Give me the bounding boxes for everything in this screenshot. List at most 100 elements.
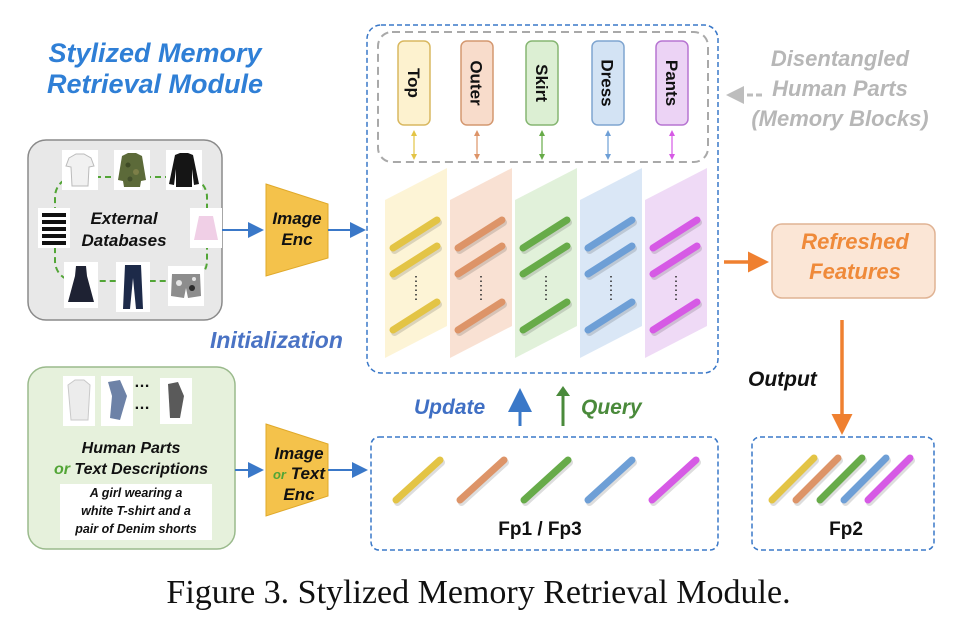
jeans-thumbnail [116, 262, 150, 312]
query-arrow-head [556, 386, 570, 396]
shorts-thumbnail [168, 266, 204, 306]
memory-bar-top-2 [519, 216, 571, 252]
memory-bar-mid-2 [519, 242, 571, 278]
figure-caption: Figure 3. Stylized Memory Retrieval Modu… [166, 574, 791, 611]
or-word: or [272, 467, 286, 482]
memory-bar-bot-4 [649, 298, 701, 334]
fp2-label: Fp2 [829, 519, 863, 540]
fp13-bar-2 [520, 456, 572, 504]
memory-link-down-arrow-1 [474, 154, 480, 160]
external-line-1: External [90, 209, 158, 228]
text-descriptions: Text Descriptions [74, 461, 209, 478]
text-description-card: A girl wearing a white T-shirt and a pai… [60, 484, 212, 540]
ellipsis-2: … [134, 396, 150, 413]
memory-link-down-arrow-0 [411, 154, 417, 160]
memory-bar-mid-4 [649, 242, 701, 278]
jacket-thumbnail [114, 150, 150, 190]
memory-block-label-2: Skirt [526, 27, 556, 139]
image-enc-line-1: Image [272, 209, 322, 228]
memory-block-text-2: Skirt [532, 64, 552, 102]
memory-block-label-1: Outer [461, 27, 491, 139]
description-line-3: pair of Denim shorts [75, 522, 197, 536]
memory-plane-0 [385, 168, 447, 358]
memory-bar-bot-0 [389, 298, 441, 334]
memory-bar-mid-0 [389, 242, 441, 278]
disentangled-label: Disentangled Human Parts (Memory Blocks) [735, 44, 945, 134]
memory-bar-bot-2 [519, 298, 571, 334]
memory-link-up-arrow-4 [669, 130, 675, 136]
refreshed-line-1: Refreshed [801, 229, 909, 254]
memory-link-up-arrow-3 [605, 130, 611, 136]
dress-thumbnail [64, 262, 98, 308]
external-databases-label: External Databases [54, 208, 194, 252]
memory-block-label-0: Top [398, 27, 428, 139]
memory-bar-bot-1 [454, 298, 506, 334]
memory-link-up-arrow-1 [474, 130, 480, 136]
image-text-enc-label: Image or Text Enc [264, 444, 334, 505]
memory-planes [385, 168, 707, 358]
memory-bar-top-3 [584, 216, 636, 252]
memory-block-text-4: Pants [662, 59, 682, 107]
title-line-1: Stylized Memory [48, 38, 262, 68]
fp2-bar-4 [864, 454, 914, 504]
memory-link-down-arrow-3 [605, 154, 611, 160]
memory-bar-bot-3 [584, 298, 636, 334]
fp2-box [751, 436, 935, 551]
fp2-bars [768, 454, 915, 506]
refreshed-features-box [771, 223, 936, 299]
fp13-bar-1 [456, 456, 508, 504]
fp13-bar-0 [392, 456, 444, 504]
disentangled-line-1: Disentangled [770, 46, 910, 71]
fp13-label: Fp1 / Fp3 [498, 519, 582, 540]
external-line-2: Databases [81, 231, 167, 250]
memory-link-up-arrow-0 [411, 130, 417, 136]
memory-bar-top-1 [454, 216, 506, 252]
ellipsis-1: … [134, 374, 150, 391]
update-label: Update [414, 396, 486, 419]
striped-top-thumbnail [38, 208, 70, 248]
image-text-enc-line-3: Enc [283, 485, 315, 504]
disentangled-line-2: Human Parts [772, 76, 908, 101]
output-label: Output [748, 368, 817, 391]
fp2-bar-3 [840, 454, 890, 504]
human-parts-line-1: Human Parts [81, 440, 181, 457]
memory-block-dress [591, 40, 625, 126]
memory-block-label-3: Dress [592, 27, 622, 139]
shirt-thumbnail [62, 150, 98, 190]
memory-block-label-4: Pants [656, 27, 686, 139]
query-label: Query [581, 396, 642, 419]
fp13-bar-3 [584, 456, 636, 504]
memory-block-pants [655, 40, 689, 126]
text-word: Text [290, 464, 326, 483]
human-parts-thumbnails [63, 376, 192, 426]
human-parts-label: Human Parts or Text Descriptions [46, 438, 216, 480]
sweater-thumbnail [166, 150, 202, 190]
disentangled-line-3: (Memory Blocks) [751, 106, 929, 131]
fp2-bar-0 [768, 454, 818, 504]
image-enc-trapezoid [265, 183, 329, 277]
fp2-bar-2 [816, 454, 866, 504]
title-line-2: Retrieval Module [46, 69, 264, 99]
description-line-1: A girl wearing a [89, 486, 183, 500]
initialization-label: Initialization [210, 327, 343, 353]
module-title: Stylized Memory Retrieval Module [20, 38, 290, 100]
memory-bar-top-4 [649, 216, 701, 252]
memory-plane-1 [450, 168, 512, 358]
memory-bar-mid-1 [454, 242, 506, 278]
refreshed-features-label: Refreshed Features [772, 227, 938, 287]
refreshed-line-2: Features [809, 259, 901, 284]
memory-link-down-arrow-2 [539, 154, 545, 160]
memory-plane-3 [580, 168, 642, 358]
memory-blocks-group [377, 31, 709, 163]
image-text-enc-line-2: or Text [264, 464, 334, 485]
memory-block-text-1: Outer [467, 60, 486, 106]
memory-block-outer [460, 40, 494, 126]
description-line-2: white T-shirt and a [81, 504, 191, 518]
memory-link-down-arrow-4 [669, 154, 675, 160]
memory-blocks [397, 40, 689, 160]
image-text-enc-trapezoid [265, 423, 329, 517]
fp2-bar-1 [792, 454, 842, 504]
memory-bar-mid-3 [584, 242, 636, 278]
memory-bar-top-0 [389, 216, 441, 252]
